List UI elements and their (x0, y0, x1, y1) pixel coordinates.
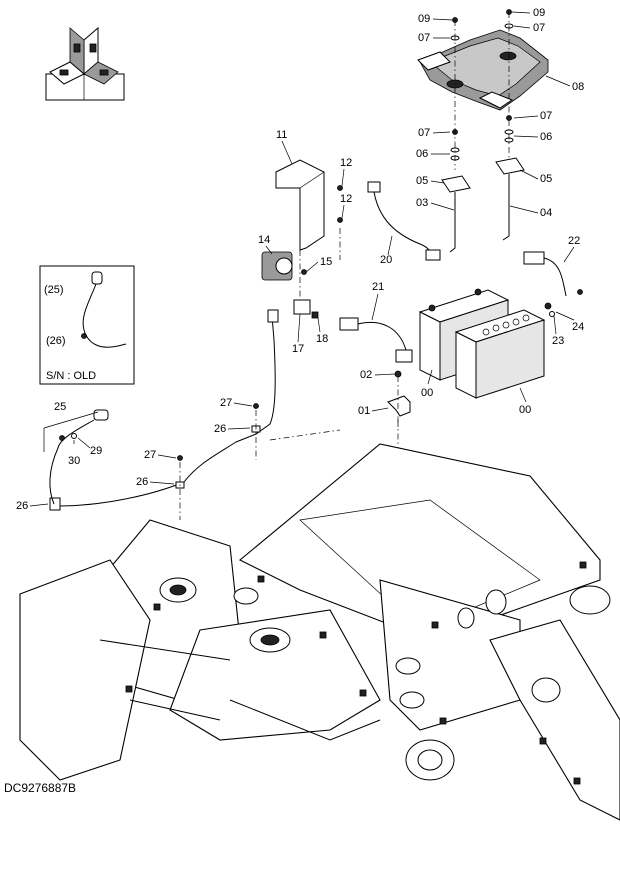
label-09b: 09 (533, 7, 545, 19)
cover-fasteners (450, 9, 514, 170)
label-01: 01 (358, 405, 370, 417)
relay-bracket-11 (275, 159, 343, 251)
leader-lines (29, 11, 575, 507)
cable-25 (43, 409, 109, 505)
label-12a: 12 (340, 157, 352, 169)
orientation-icon (45, 26, 125, 101)
label-15: 15 (320, 256, 332, 268)
label-03: 03 (416, 197, 428, 209)
label-06a: 06 (416, 148, 428, 160)
label-00a: 00 (421, 387, 433, 399)
inset-label-25: (25) (44, 284, 64, 296)
fuse-17 (293, 299, 319, 319)
drawing-code: DC9276887B (4, 781, 76, 795)
hold-down-rods (441, 157, 525, 253)
battery-cover-08 (417, 29, 549, 111)
label-05a: 05 (416, 175, 428, 187)
label-21: 21 (372, 281, 384, 293)
label-07a: 07 (418, 32, 430, 44)
label-25: 25 (54, 401, 66, 413)
label-07b: 07 (533, 22, 545, 34)
label-07c: 07 (418, 127, 430, 139)
label-26c: 26 (16, 500, 28, 512)
label-23: 23 (552, 335, 564, 347)
label-14: 14 (258, 234, 270, 246)
battery-right (454, 302, 555, 399)
label-22: 22 (568, 235, 580, 247)
part-labels: 09 09 07 07 08 07 07 06 06 05 05 03 04 1… (4, 7, 584, 795)
label-08: 08 (572, 81, 584, 93)
label-02: 02 (360, 369, 372, 381)
label-09a: 09 (418, 13, 430, 25)
machine-frame (19, 443, 620, 821)
inset-old-serial (39, 265, 135, 385)
label-27a: 27 (220, 397, 232, 409)
label-05b: 05 (540, 173, 552, 185)
label-06b: 06 (540, 131, 552, 143)
cable-22 (523, 251, 583, 297)
label-26b: 26 (136, 476, 148, 488)
label-27b: 27 (144, 449, 156, 461)
label-12b: 12 (340, 193, 352, 205)
label-17: 17 (292, 343, 304, 355)
label-07d: 07 (540, 110, 552, 122)
label-00b: 00 (519, 404, 531, 416)
label-29: 29 (90, 445, 102, 457)
label-30: 30 (68, 455, 80, 467)
label-20: 20 (380, 254, 392, 266)
relay-14 (261, 251, 307, 281)
bracket-01 (387, 370, 411, 430)
cable-20 (367, 181, 441, 261)
label-26a: 26 (214, 423, 226, 435)
label-24: 24 (572, 321, 584, 333)
label-18: 18 (316, 333, 328, 345)
cable-21 (339, 317, 413, 363)
label-11: 11 (276, 129, 287, 141)
inset-serial-label: S/N : OLD (46, 370, 96, 382)
label-04: 04 (540, 207, 552, 219)
inset-label-26: (26) (46, 335, 66, 347)
